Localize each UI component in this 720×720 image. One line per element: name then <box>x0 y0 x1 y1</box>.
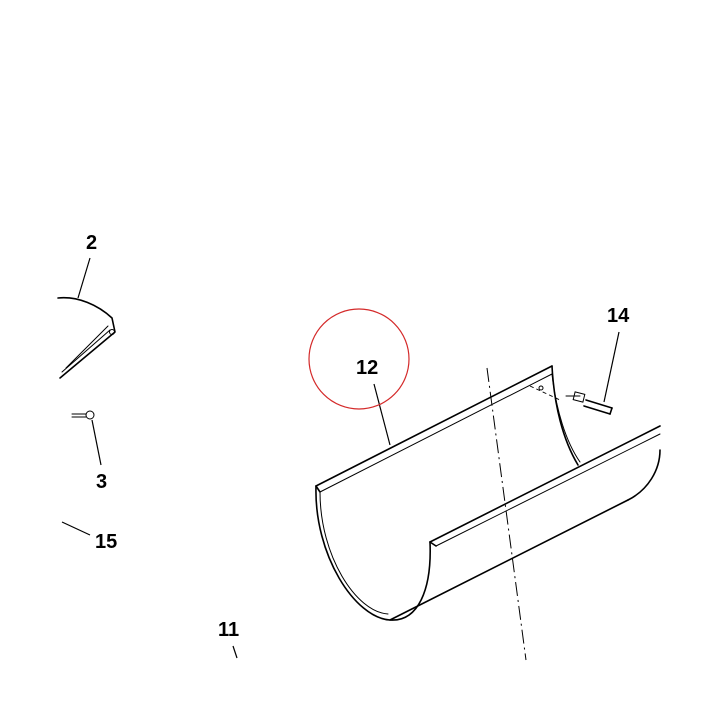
callout-15[interactable]: 15 <box>95 531 117 553</box>
callout-2[interactable]: 2 <box>86 232 97 254</box>
part-14-bolt <box>565 391 613 415</box>
part-12-trough <box>315 365 661 621</box>
leader-3 <box>91 419 102 466</box>
part-15-indicator <box>61 521 91 536</box>
leader-12 <box>373 383 391 446</box>
leader-2 <box>77 257 91 299</box>
center-axis-line <box>486 367 527 661</box>
leader-11 <box>232 645 238 659</box>
callout-3[interactable]: 3 <box>96 471 107 493</box>
part-2-end-cover <box>57 296 116 379</box>
callout-11[interactable]: 11 <box>218 619 239 641</box>
highlight-circle <box>308 308 410 410</box>
callout-14[interactable]: 14 <box>607 305 630 327</box>
callout-12[interactable]: 12 <box>356 357 378 379</box>
leader-14 <box>603 331 620 403</box>
part-3-screw <box>71 410 95 420</box>
